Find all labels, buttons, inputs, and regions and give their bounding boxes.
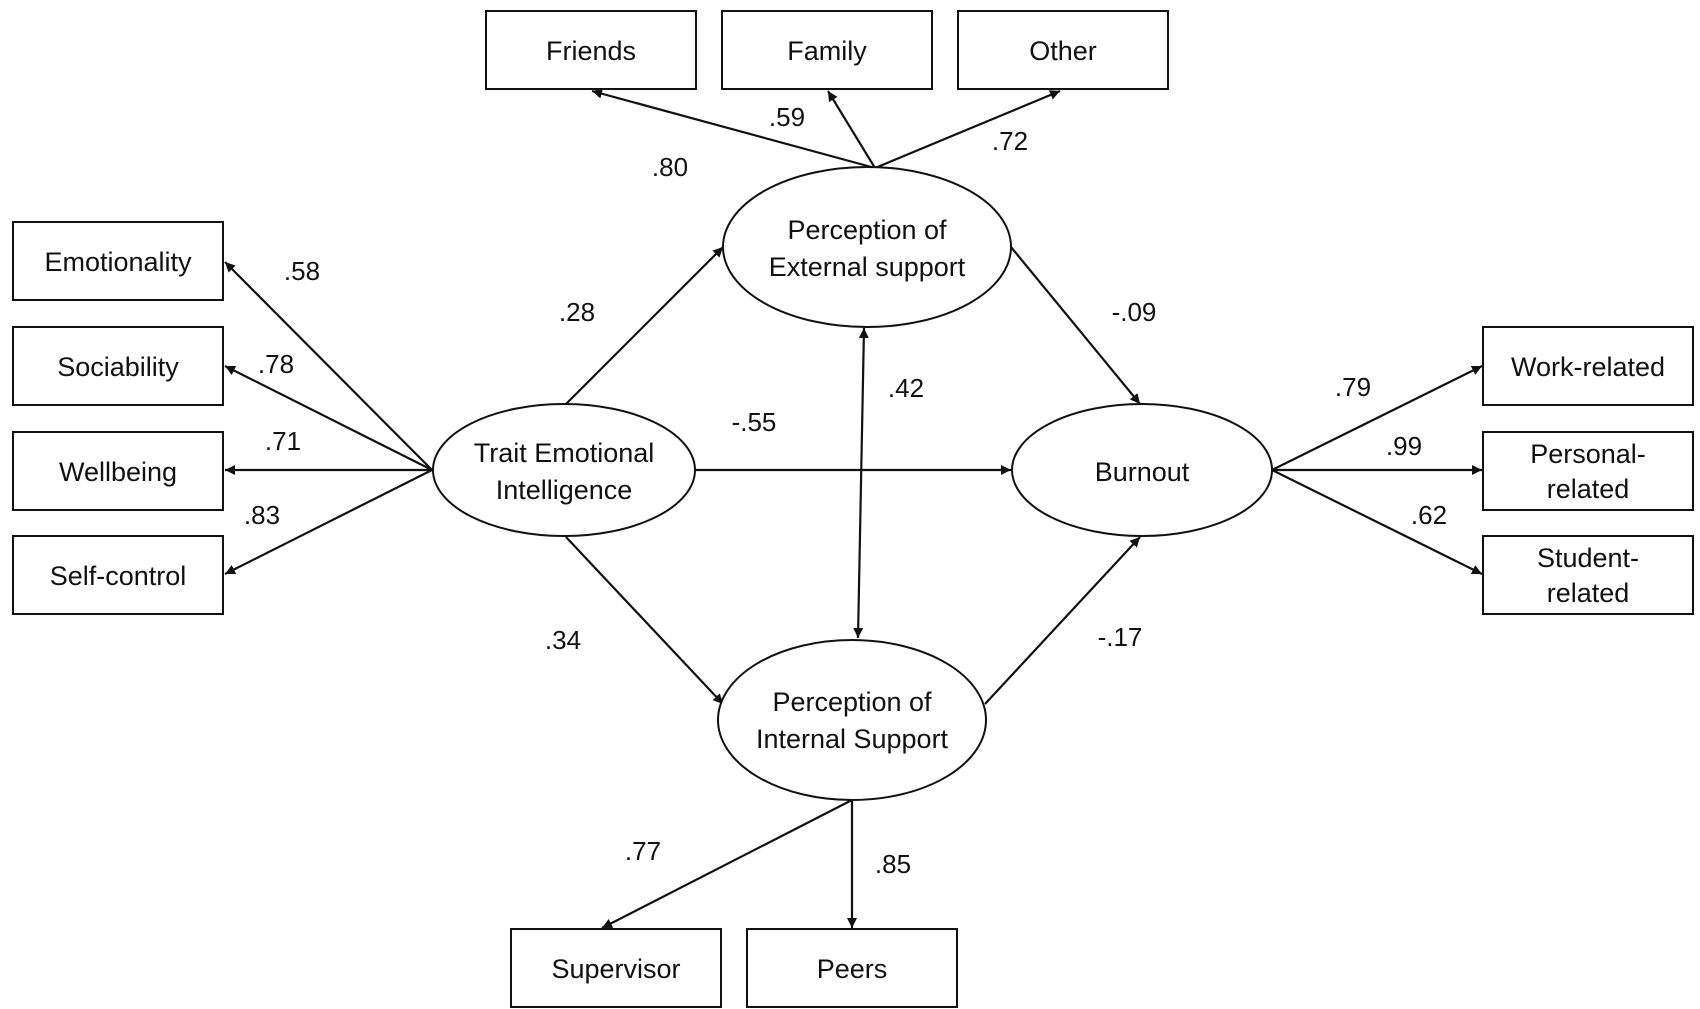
indicator-emotionality: Emotionality: [12, 221, 224, 301]
coef-tei-emotionality: .58: [284, 256, 320, 286]
coef-int-peers: .85: [875, 849, 911, 879]
path-ext-int-correlation: [853, 327, 869, 639]
coef-tei-int: .34: [545, 625, 581, 655]
indicator-work-related-label: Work-related: [1511, 352, 1665, 382]
indicator-peers-label: Peers: [817, 954, 888, 984]
coef-int-supervisor: .77: [625, 836, 661, 866]
coef-tei-selfcontrol: .83: [244, 500, 280, 530]
coefficient-labels: .80 .59 .72 .58 .78 .71 .83 .28 -.55 .34…: [244, 102, 1447, 879]
latent-external-support-line2: External support: [769, 252, 966, 282]
coef-burnout-personal: .99: [1386, 431, 1422, 461]
coef-int-burnout: -.17: [1098, 622, 1143, 652]
indicator-family: Family: [721, 10, 933, 90]
indicator-emotionality-label: Emotionality: [44, 247, 192, 277]
latent-trait-ei-line1: Trait Emotional: [474, 438, 655, 468]
path-int-burnout: [984, 536, 1141, 705]
coef-ext-burnout: -.09: [1112, 297, 1157, 327]
coef-tei-wellbeing: .71: [265, 426, 301, 456]
path-burnout-student: [1271, 469, 1483, 575]
indicator-supervisor: Supervisor: [510, 928, 722, 1008]
indicator-sociability: Sociability: [12, 326, 224, 406]
indicator-student-related-line2: related: [1547, 578, 1630, 608]
indicator-other-label: Other: [1029, 36, 1097, 66]
path-burnout-work: [1271, 365, 1483, 471]
path-ext-burnout: [1010, 246, 1141, 405]
path-tei-ext: [565, 246, 724, 405]
coef-tei-sociability: .78: [258, 349, 294, 379]
indicator-wellbeing-label: Wellbeing: [59, 457, 177, 487]
indicator-friends: Friends: [485, 10, 697, 90]
indicator-self-control-label: Self-control: [50, 561, 187, 591]
latent-trait-ei: Trait Emotional Intelligence: [432, 403, 696, 537]
indicator-student-related-line1: Student-: [1537, 543, 1639, 573]
coef-ext-friends: .80: [652, 152, 688, 182]
path-ext-family: [827, 90, 876, 169]
path-tei-int: [565, 536, 724, 705]
indicator-wellbeing: Wellbeing: [12, 431, 224, 511]
coef-ext-int: .42: [888, 373, 924, 403]
path-int-supervisor: [601, 799, 853, 929]
indicator-peers: Peers: [746, 928, 958, 1008]
coef-burnout-work: .79: [1335, 372, 1371, 402]
indicator-work-related: Work-related: [1482, 326, 1694, 406]
latent-burnout-label: Burnout: [1095, 457, 1190, 487]
latent-external-support-line1: Perception of: [787, 215, 947, 245]
indicator-sociability-label: Sociability: [57, 352, 179, 382]
indicator-friends-label: Friends: [546, 36, 636, 66]
coef-ext-other: .72: [992, 126, 1028, 156]
latent-burnout: Burnout: [1011, 403, 1273, 537]
indicator-supervisor-label: Supervisor: [551, 954, 680, 984]
latent-trait-ei-line2: Intelligence: [496, 475, 633, 505]
indicator-personal-related-line2: related: [1547, 474, 1630, 504]
indicator-personal-related-line1: Personal-: [1530, 439, 1646, 469]
coef-burnout-student: .62: [1411, 500, 1447, 530]
path-ext-friends: [591, 88, 876, 170]
indicator-student-related: Student- related: [1482, 535, 1694, 615]
indicator-family-label: Family: [787, 36, 867, 66]
latent-external-support: Perception of External support: [722, 166, 1012, 328]
path-tei-emotionality: [224, 261, 433, 471]
latent-internal-support-line1: Perception of: [772, 687, 932, 717]
coef-tei-ext: .28: [559, 297, 595, 327]
path-tei-selfcontrol: [224, 469, 433, 575]
path-ext-other: [874, 89, 1061, 170]
path-tei-sociability: [224, 365, 433, 471]
indicator-personal-related: Personal- related: [1482, 431, 1694, 511]
indicator-other: Other: [957, 10, 1169, 90]
latent-internal-support-line2: Internal Support: [756, 724, 949, 754]
coef-ext-family: .59: [769, 102, 805, 132]
indicator-self-control: Self-control: [12, 535, 224, 615]
paths: [224, 88, 1483, 929]
latent-internal-support: Perception of Internal Support: [717, 639, 987, 801]
coef-tei-burnout: -.55: [732, 407, 777, 437]
